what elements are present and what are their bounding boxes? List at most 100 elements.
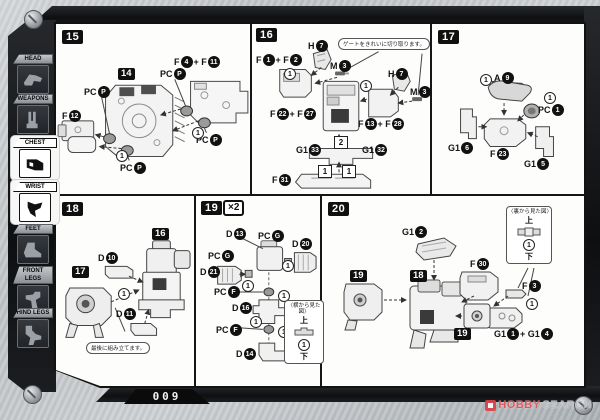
part-label: F 3 bbox=[522, 280, 541, 292]
sidebar-item-hind-legs[interactable]: HIND LEGS bbox=[13, 308, 53, 348]
order-marker: 1 bbox=[523, 239, 535, 251]
watermark-hobby-text: HOBBY bbox=[498, 399, 541, 411]
subassembly-ref: 17 bbox=[72, 266, 89, 278]
order-marker: 1 bbox=[480, 74, 492, 86]
order-marker: 1 bbox=[526, 298, 538, 310]
part-label: H 7 bbox=[388, 68, 408, 80]
part-label: F 12 bbox=[62, 110, 81, 122]
order-marker: 1 bbox=[242, 280, 254, 292]
part-label: D 20 bbox=[292, 238, 312, 250]
category-sidebar: HEAD WEAPONS CHEST WRIST FEET bbox=[10, 24, 59, 388]
part-label: F 4 + F 11 bbox=[174, 56, 220, 68]
part-label: PC G bbox=[208, 250, 234, 262]
side-view-part-sketch bbox=[293, 326, 315, 338]
part-label: F 23 bbox=[490, 148, 509, 160]
step-17-panel: 17 1 A 9 1 PC 1 G1 6 F 23 G1 5 bbox=[432, 24, 584, 196]
part-label: D 16 bbox=[232, 302, 252, 314]
page-number-chip: 009 bbox=[124, 389, 210, 404]
order-marker: 1 bbox=[298, 339, 310, 351]
subassembly-ref: 16 bbox=[152, 228, 169, 240]
down-label: 下 bbox=[525, 252, 533, 261]
down-label: 下 bbox=[300, 352, 308, 361]
order-marker: 1 bbox=[192, 127, 204, 139]
hobby-search-watermark: HOBBY SEARCH bbox=[485, 399, 592, 411]
part-label: PC 1 bbox=[538, 104, 564, 116]
frame-bottom-band bbox=[96, 386, 600, 402]
chest-icon bbox=[19, 149, 51, 178]
part-label: A 9 bbox=[494, 72, 514, 84]
part-label: PC F bbox=[214, 286, 240, 298]
part-label: D 21 bbox=[200, 266, 220, 278]
part-label: D 10 bbox=[98, 252, 118, 264]
step-number: 20 bbox=[328, 202, 349, 216]
part-label: PC G bbox=[258, 230, 284, 242]
page-number: 009 bbox=[152, 390, 182, 403]
frame-right-band bbox=[584, 6, 600, 396]
screw-icon bbox=[23, 385, 42, 404]
step-number: 18 bbox=[62, 202, 83, 216]
part-label: M 3 bbox=[410, 86, 431, 98]
order-marker: 1 bbox=[282, 260, 294, 272]
part-label: G1 32 bbox=[362, 144, 387, 156]
step-15-panel: 15 14 PC P F 12 F 4 + F 11 PC P PC P PC … bbox=[56, 24, 252, 196]
up-label: 上 bbox=[525, 216, 533, 225]
part-label: D 11 bbox=[116, 308, 136, 320]
sidebar-item-label: WEAPONS bbox=[13, 94, 53, 104]
head-icon bbox=[17, 65, 49, 94]
watermark-search-text: SEARCH bbox=[542, 399, 592, 411]
back-view-title: 〈裏から見た図〉 bbox=[508, 209, 553, 215]
gate-note: ゲートをきれいに切り取ります。 bbox=[338, 38, 430, 50]
subassembly-ref: 19 bbox=[454, 328, 471, 340]
step-18-panel: 18 16 17 D 10 1 D 11 最後に組み立てます。 bbox=[56, 196, 196, 386]
side-view-inset: 〈横から見た図〉 上 1 下 bbox=[284, 300, 324, 364]
step-20-panel: 20 G1 2 19 18 F 30 F 3 1 19 G1 1 + G1 4 … bbox=[322, 196, 584, 386]
part-label: G1 2 bbox=[402, 226, 427, 238]
part-label: G1 5 bbox=[524, 158, 549, 170]
step-17-diagram bbox=[432, 24, 584, 194]
sidebar-item-head[interactable]: HEAD bbox=[13, 54, 53, 94]
sidebar-item-wrist[interactable]: WRIST bbox=[11, 180, 59, 224]
sidebar-item-feet[interactable]: FEET bbox=[13, 224, 53, 264]
part-label: M 3 bbox=[330, 60, 351, 72]
sequence-marker: 1 bbox=[318, 165, 332, 178]
part-label: F 22 + F 27 bbox=[270, 108, 316, 120]
sidebar-item-label: WRIST bbox=[13, 182, 57, 192]
sidebar-item-label: HIND LEGS bbox=[13, 308, 53, 318]
part-label: F 1 + F 2 bbox=[256, 54, 302, 66]
step-number: 19 bbox=[201, 201, 222, 215]
order-marker: 1 bbox=[544, 92, 556, 104]
step-15-diagram bbox=[56, 24, 250, 194]
order-marker: 1 bbox=[360, 80, 372, 92]
subassembly-ref: 18 bbox=[410, 270, 427, 282]
step-18-diagram bbox=[56, 196, 194, 386]
part-label: PC P bbox=[160, 68, 186, 80]
part-label: G1 33 bbox=[296, 144, 321, 156]
subassembly-ref: 14 bbox=[118, 68, 135, 80]
order-marker: 1 bbox=[116, 150, 128, 162]
sidebar-item-label: FEET bbox=[13, 224, 53, 234]
frame-top-band bbox=[30, 6, 596, 26]
step-20-diagram bbox=[322, 196, 584, 386]
step-number: 17 bbox=[438, 30, 459, 44]
part-label: F 31 bbox=[272, 174, 291, 186]
sidebar-item-weapons[interactable]: WEAPONS bbox=[13, 94, 53, 134]
screw-icon bbox=[574, 396, 593, 415]
step-number: 16 bbox=[256, 28, 277, 42]
part-label: D 14 bbox=[236, 348, 256, 360]
quantity-multiplier: ×2 bbox=[223, 200, 244, 216]
sidebar-item-label: CHEST bbox=[13, 138, 57, 148]
part-label: F 30 bbox=[470, 258, 489, 270]
wrist-icon bbox=[19, 193, 51, 222]
subassembly-ref: 19 bbox=[350, 270, 367, 282]
up-label: 上 bbox=[300, 316, 308, 325]
sidebar-item-chest[interactable]: CHEST bbox=[11, 136, 59, 180]
sidebar-item-front-legs[interactable]: FRONT LEGS bbox=[13, 266, 53, 314]
sidebar-item-label: FRONT LEGS bbox=[13, 266, 53, 284]
step-16-diagram bbox=[252, 24, 430, 194]
back-view-part-sketch bbox=[516, 226, 542, 238]
sequence-marker: 1 bbox=[342, 165, 356, 178]
feet-icon bbox=[17, 235, 49, 264]
order-marker: 1 bbox=[284, 68, 296, 80]
part-label: PC P bbox=[120, 162, 146, 174]
